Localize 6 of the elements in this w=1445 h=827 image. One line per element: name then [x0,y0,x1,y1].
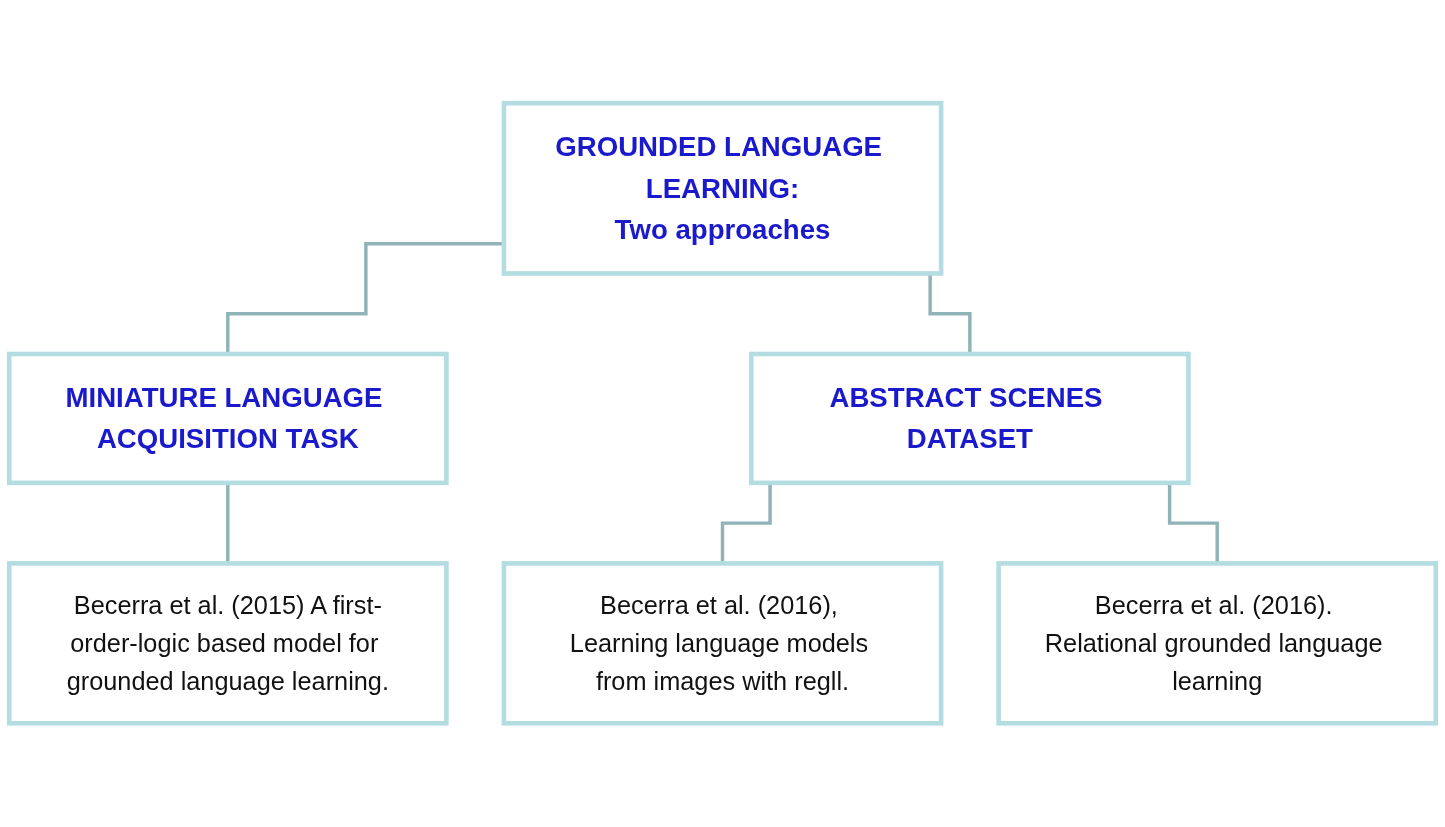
node-box: ABSTRACT SCENES DATASET [748,351,1191,486]
node-box: Becerra et al. (2015) A first-order-logic based model for grounded language learning. [6,561,449,726]
node-box: Becerra et al. (2016). Relational grounded language learning [996,561,1439,726]
node-box: GROUNDED LANGUAGE LEARNING: Two approaches [501,101,944,277]
node-box: MINIATURE LANGUAGE ACQUISITION TASK [6,351,449,486]
node-box: Becerra et al. (2016), Learning language models from images with regll. [501,561,944,726]
